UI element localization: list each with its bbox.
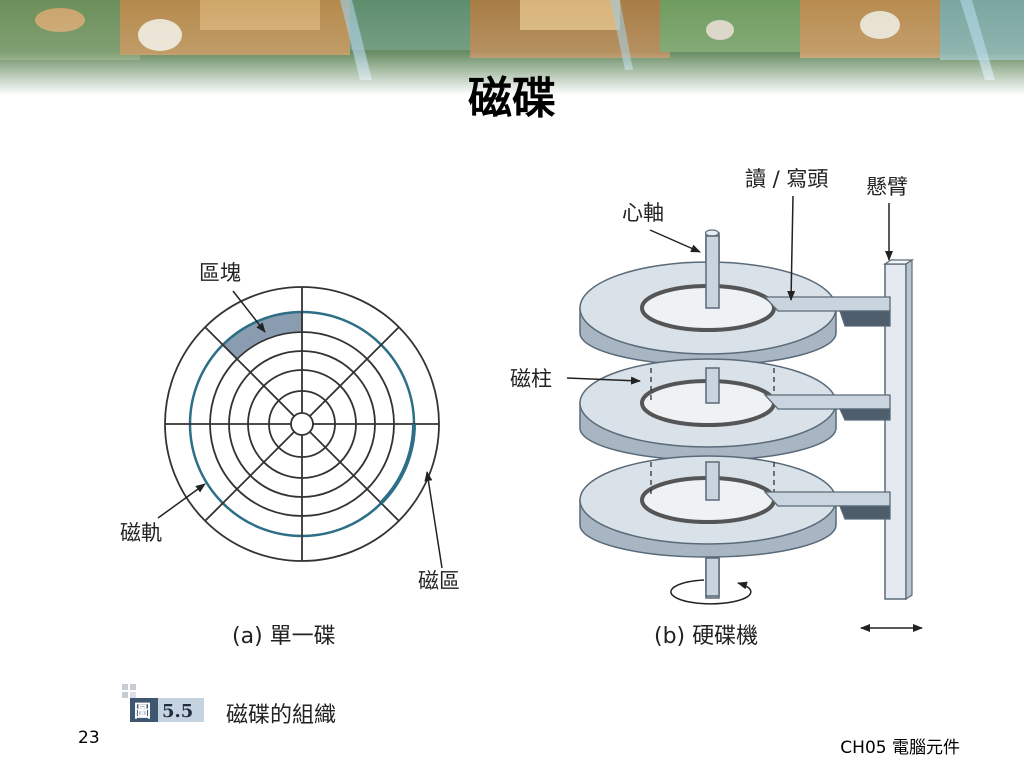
arrow-cylinder [566, 376, 641, 385]
label-read-write-head: 讀 / 寫頭 [745, 167, 828, 191]
arrow-read-write-head [787, 195, 796, 301]
read-write-heads [763, 296, 891, 520]
slide-title: 磁碟 [468, 73, 556, 124]
figure-number-badge: 圖 5.5 [122, 684, 204, 722]
figure-caption-text: 磁碟的組織 [226, 703, 337, 728]
label-block: 區塊 [199, 261, 241, 285]
arrow-block [232, 290, 266, 333]
caption-single-platter: (a) 單一碟 [232, 624, 336, 649]
arrow-spindle [649, 229, 701, 253]
header-banner-image [0, 0, 1024, 95]
figure-number: 5.5 [162, 701, 193, 722]
arrow-sector [424, 471, 443, 569]
label-track: 磁軌 [120, 521, 162, 545]
footer-chapter: CH05 電腦元件 [840, 738, 960, 758]
page-number: 23 [78, 728, 100, 748]
sector-spokes [165, 287, 439, 561]
caption-hard-disk: (b) 硬碟機 [654, 624, 758, 649]
label-spindle: 心軸 [622, 201, 664, 225]
sector-highlight [379, 423, 416, 505]
figure-caption: 圖 5.5 磁碟的組織 [122, 684, 442, 728]
figure-label: 圖 [134, 702, 151, 722]
label-cylinder: 磁柱 [510, 367, 552, 391]
label-arm: 懸臂 [866, 175, 908, 199]
arrow-track [157, 483, 206, 519]
rotation-arrow [670, 579, 752, 605]
cylinder-lines [650, 368, 775, 497]
label-sector: 磁區 [418, 569, 460, 593]
